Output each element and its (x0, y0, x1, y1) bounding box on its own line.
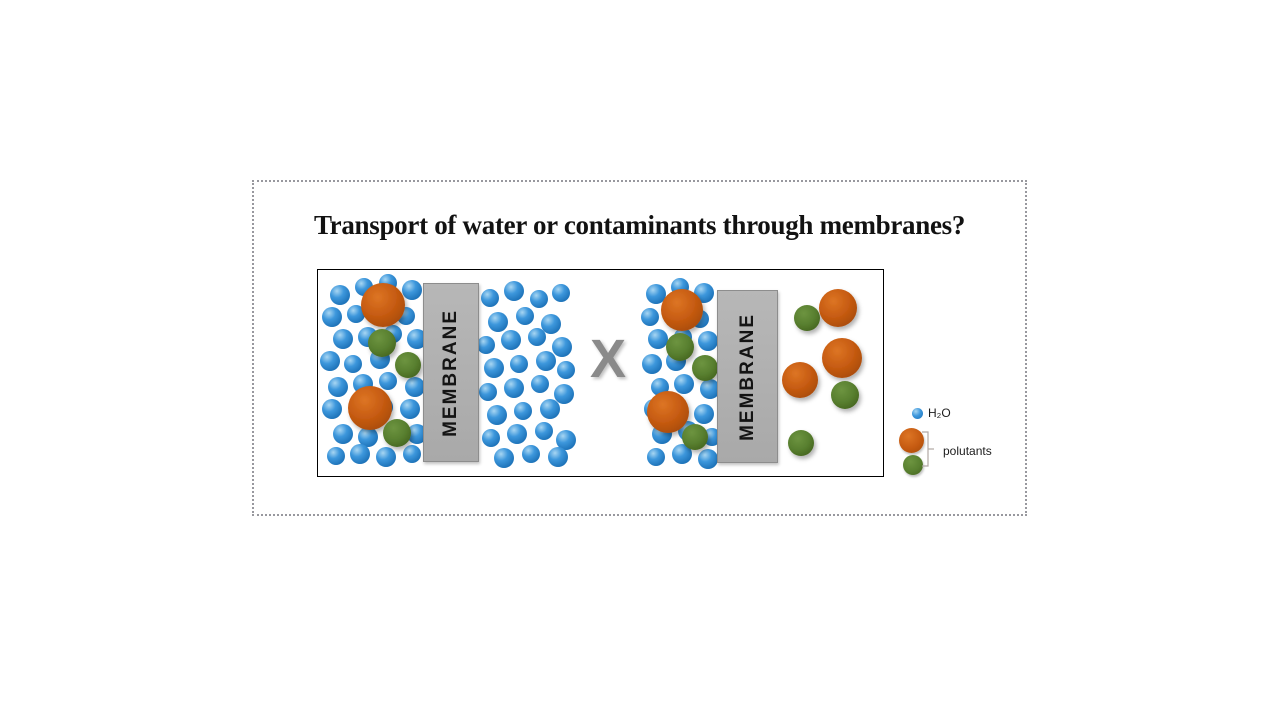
membrane-bar-right: MEMBRANE (717, 290, 778, 463)
membrane-diagram-box: MEMBRANE MEMBRANE X (317, 269, 884, 477)
green-pollutant-icon (903, 455, 923, 475)
legend: H₂O polutants (894, 402, 1034, 480)
membrane-label-right: MEMBRANE (736, 312, 758, 441)
water-dot-icon (912, 408, 923, 419)
orange-pollutant-icon (899, 428, 924, 453)
slide-title: Transport of water or contaminants throu… (313, 210, 966, 240)
dashed-frame: Transport of water or contaminants throu… (252, 180, 1027, 516)
molecule-layer (320, 274, 862, 469)
membrane-bar-left: MEMBRANE (423, 283, 479, 462)
membrane-label-left: MEMBRANE (440, 308, 461, 437)
x-separator: X (589, 329, 627, 389)
legend-bracket-icon (922, 431, 934, 467)
pollutants-label: polutants (943, 444, 992, 458)
water-label: H₂O (928, 406, 951, 420)
